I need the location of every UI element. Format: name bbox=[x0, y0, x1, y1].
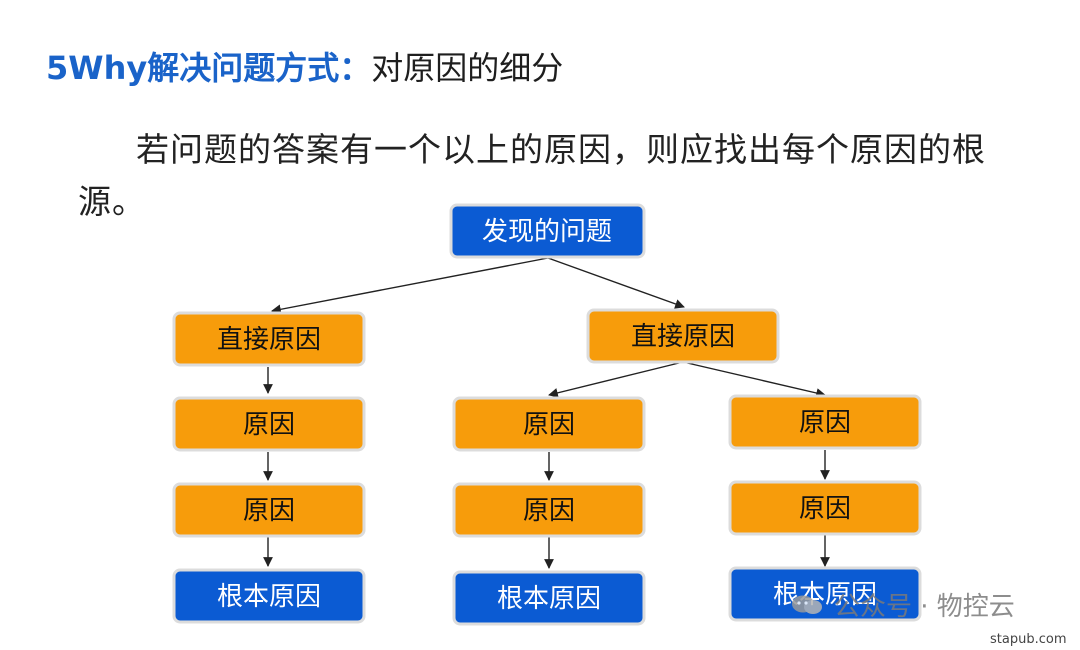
node-direct-cause-left-label: 直接原因 bbox=[217, 325, 321, 355]
node-cause-left-2: 原因 bbox=[172, 482, 366, 538]
node-direct-cause-right: 直接原因 bbox=[586, 308, 780, 364]
node-root-cause-left: 根本原因 bbox=[172, 568, 366, 624]
title-rest: 对原因的细分 bbox=[371, 49, 564, 87]
node-cause-middle-1: 原因 bbox=[452, 396, 646, 452]
edge-root-to-direct-left bbox=[271, 257, 549, 315]
node-root-problem: 发现的问题 bbox=[449, 203, 646, 259]
page-title: 5Why解决问题方式：对原因的细分 bbox=[46, 46, 563, 90]
node-root-cause-middle-label: 根本原因 bbox=[497, 584, 601, 614]
node-cause-far-1-label: 原因 bbox=[799, 408, 851, 438]
node-direct-cause-left: 直接原因 bbox=[172, 311, 366, 367]
node-cause-left-2-label: 原因 bbox=[243, 496, 295, 526]
node-root-cause-far: 根本原因 bbox=[728, 566, 922, 622]
node-root-cause-left-label: 根本原因 bbox=[217, 582, 321, 612]
site-label: stapub.com bbox=[990, 632, 1067, 647]
edge-right-direct-to-middle bbox=[548, 361, 684, 398]
node-root-cause-middle: 根本原因 bbox=[452, 570, 646, 626]
title-accent: 5Why解决问题方式： bbox=[46, 49, 372, 87]
node-cause-far-1: 原因 bbox=[728, 394, 922, 450]
node-cause-left-1: 原因 bbox=[172, 396, 366, 452]
node-cause-far-2: 原因 bbox=[728, 480, 922, 536]
node-direct-cause-right-label: 直接原因 bbox=[631, 322, 735, 352]
watermark: 公众号 · 物控云 bbox=[790, 586, 1015, 623]
node-cause-left-1-label: 原因 bbox=[243, 410, 295, 440]
node-root-cause-far-label: 根本原因 bbox=[773, 580, 877, 610]
wechat-icon bbox=[792, 595, 822, 614]
node-cause-middle-2-label: 原因 bbox=[523, 496, 575, 526]
edge-right-direct-to-far bbox=[682, 361, 826, 398]
node-root-problem-label: 发现的问题 bbox=[482, 217, 612, 247]
description-paragraph: 若问题的答案有一个以上的原因，则应找出每个原因的根源。 bbox=[78, 130, 986, 221]
node-cause-middle-2: 原因 bbox=[452, 482, 646, 538]
watermark-text: 公众号 · 物控云 bbox=[834, 592, 1015, 622]
node-cause-far-2-label: 原因 bbox=[799, 494, 851, 524]
node-cause-middle-1-label: 原因 bbox=[523, 410, 575, 440]
edge-root-to-direct-right bbox=[547, 257, 685, 309]
